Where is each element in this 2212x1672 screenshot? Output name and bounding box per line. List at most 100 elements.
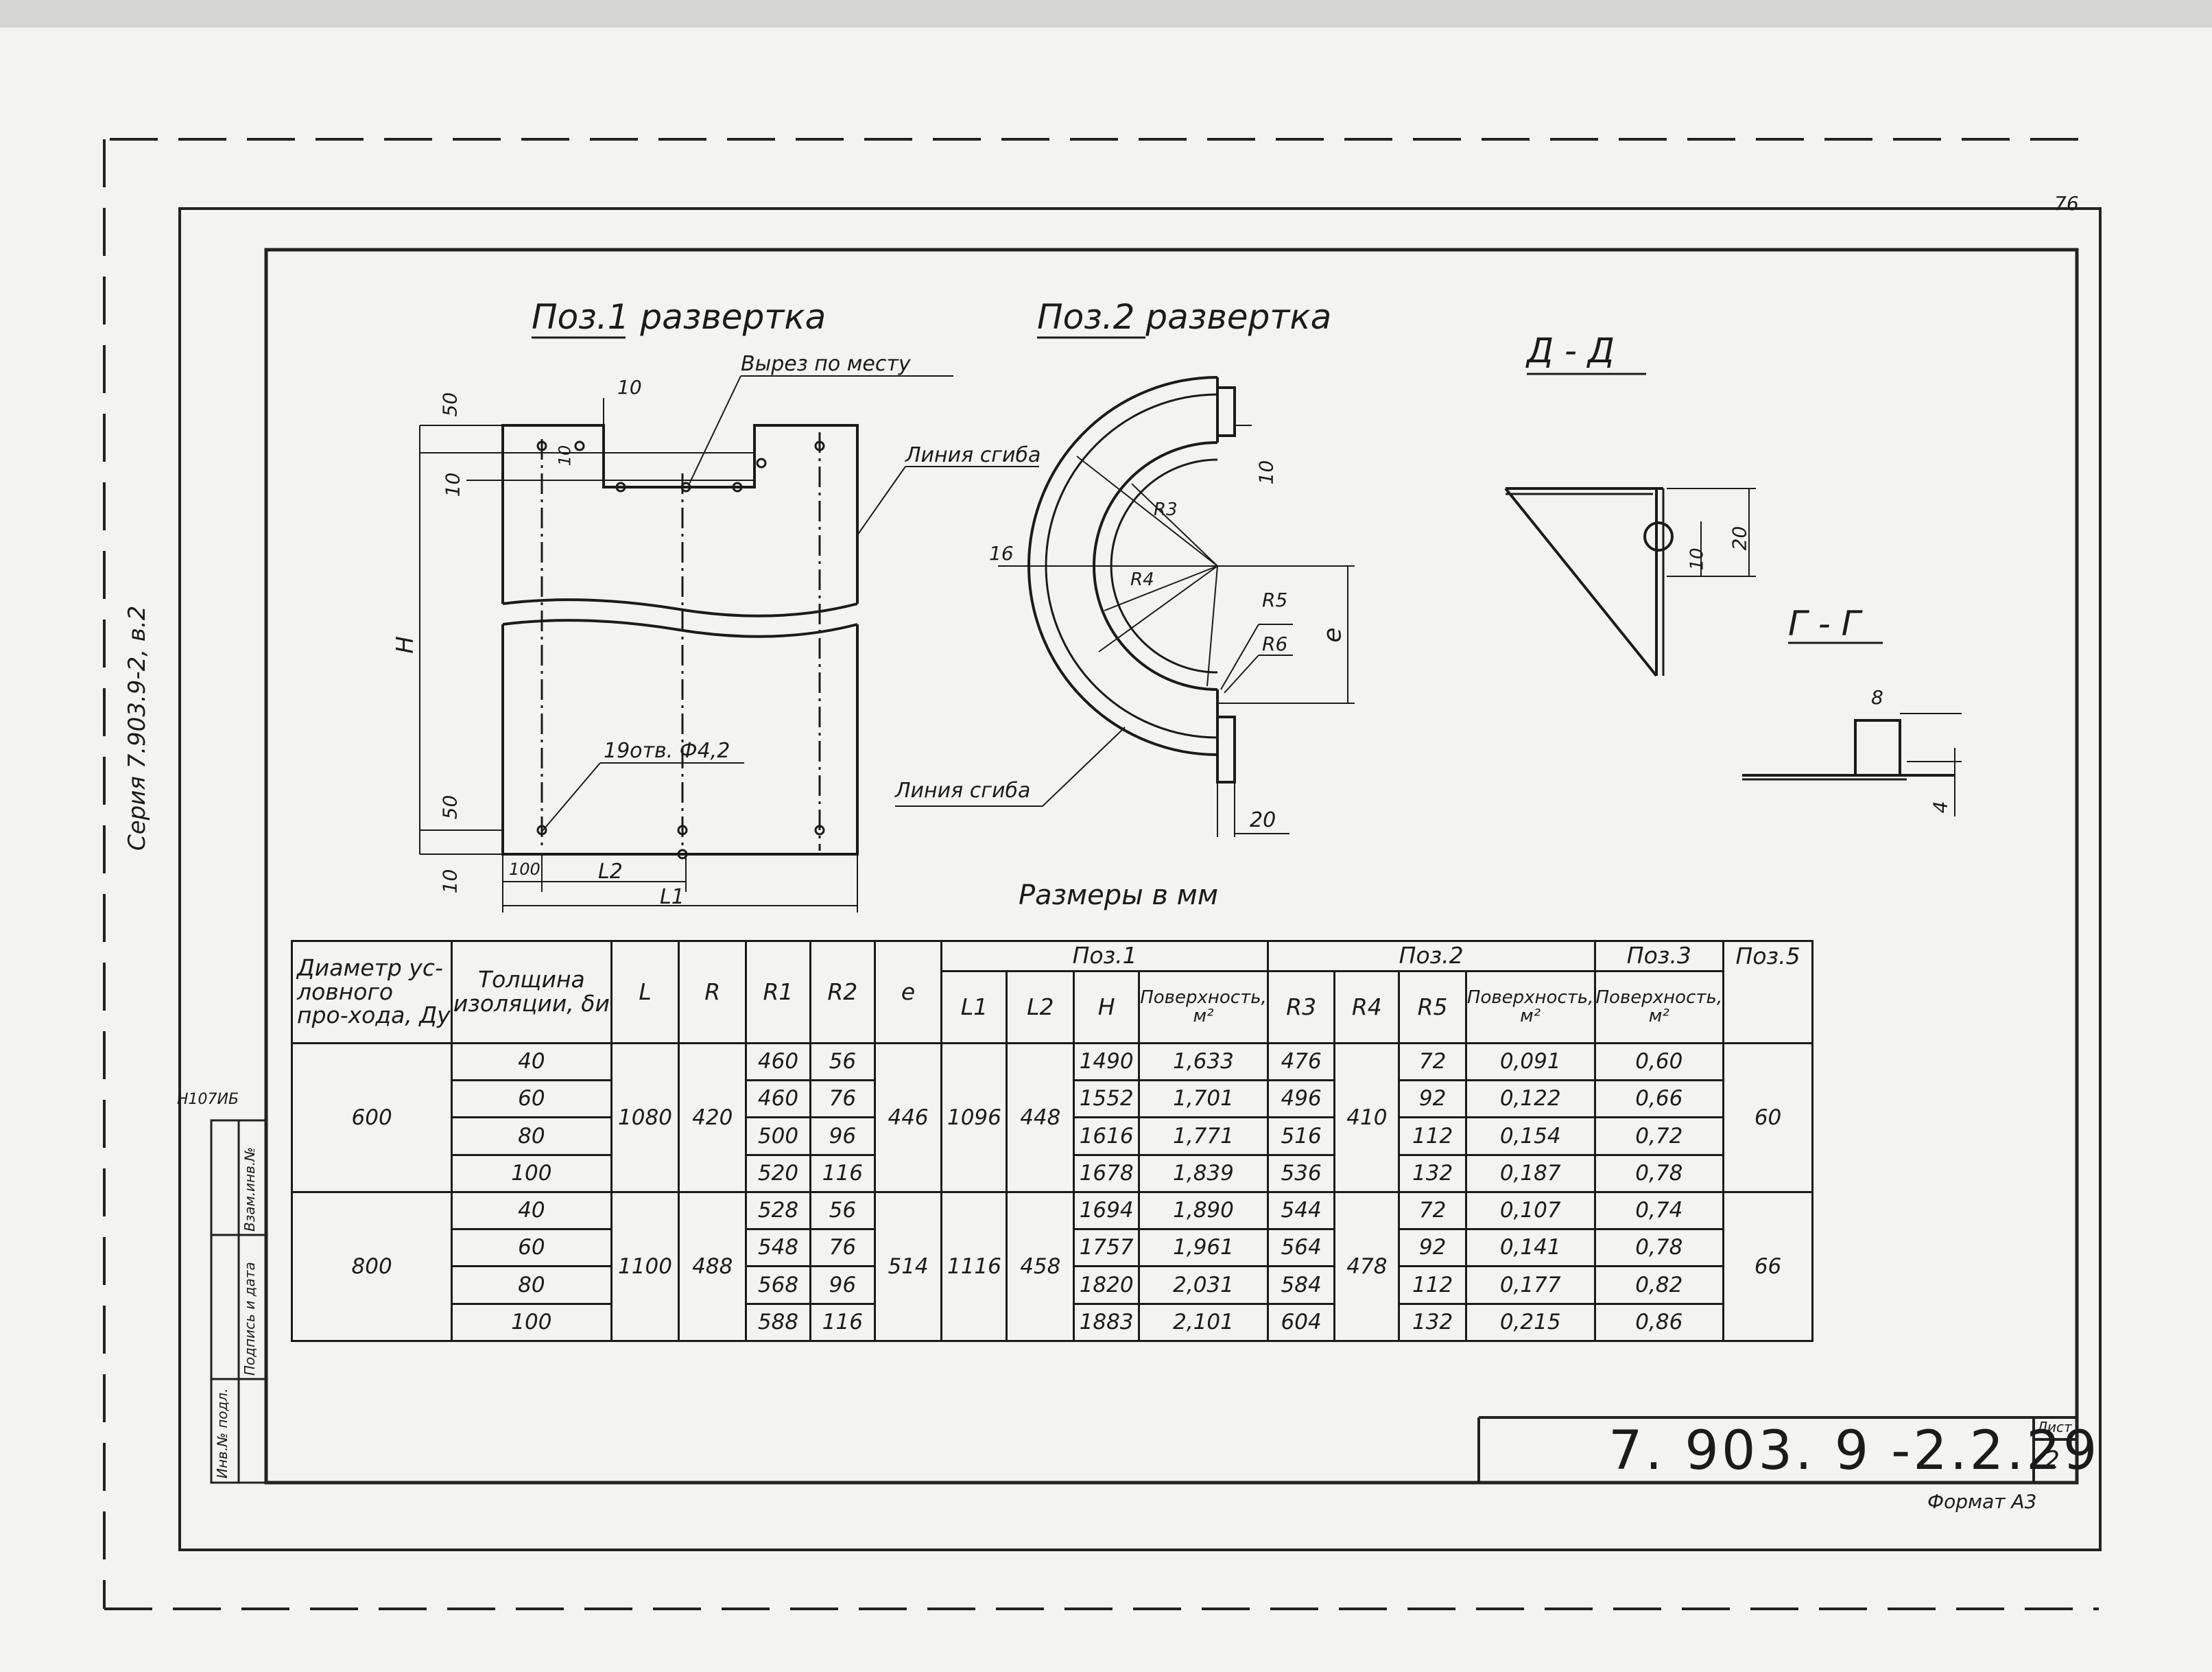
cell-surface-pos3: 0,60 xyxy=(1593,1041,1725,1082)
cell-e: 446 xyxy=(873,1041,943,1193)
sheet-number: 2 xyxy=(2044,1446,2060,1474)
pos2-title: Поз.2 развертка xyxy=(1037,297,1332,337)
stamp-strip xyxy=(210,1119,267,1484)
pos2-r5-label: R5 xyxy=(1262,589,1288,611)
pos1-dim-10-bottom: 10 xyxy=(438,869,462,894)
scan-edge-top xyxy=(0,0,2212,27)
cell-r5: 132 xyxy=(1398,1153,1467,1193)
pos1-development xyxy=(419,336,1039,912)
header-r2: R2 xyxy=(809,940,876,1044)
header-pos3: Поз.3 xyxy=(1593,939,1725,973)
pos1-title: Поз.1 развертка xyxy=(532,297,826,337)
cell-r5: 72 xyxy=(1398,1190,1467,1231)
stamp-inventory-field: Взам.инв.№ xyxy=(241,1146,258,1232)
cell-r1: 460 xyxy=(745,1041,811,1082)
pos1-dim-l1: L1 xyxy=(660,885,685,909)
cell-r5: 92 xyxy=(1398,1228,1467,1268)
cell-surface-pos1: 1,890 xyxy=(1138,1190,1269,1231)
table-row: 800 40 1100 488 528 56 514 1116 458 1694… xyxy=(290,1190,1813,1343)
cell-r3: 516 xyxy=(1266,1116,1336,1156)
cell-r3: 564 xyxy=(1266,1228,1336,1268)
cell-r2: 76 xyxy=(809,1079,876,1119)
header-pos5: Поз.5 xyxy=(1722,940,1813,1044)
cell-r5: 112 xyxy=(1398,1116,1467,1156)
border-frame xyxy=(178,207,2102,1551)
header-surface-pos3: Поверхность, м² xyxy=(1593,970,1725,1044)
cell-r1: 520 xyxy=(745,1153,811,1193)
cell-l2: 458 xyxy=(1006,1190,1075,1343)
cell-r3: 544 xyxy=(1266,1190,1336,1231)
inventory-code: Н107ИБ xyxy=(177,1091,239,1108)
cell-r3: 496 xyxy=(1266,1079,1336,1119)
cell-r4: 478 xyxy=(1333,1190,1401,1343)
cell-h: 1616 xyxy=(1073,1116,1141,1156)
cell-r1: 548 xyxy=(745,1228,811,1268)
header-pos1: Поз.1 xyxy=(940,939,1269,973)
cell-r5: 112 xyxy=(1398,1265,1467,1305)
cell-r: 488 xyxy=(678,1190,748,1343)
cell-r1: 568 xyxy=(745,1265,811,1305)
cell-surface-pos2: 0,187 xyxy=(1464,1153,1596,1193)
cell-thickness: 100 xyxy=(451,1153,613,1193)
pos1-holes-label: 19отв. Ф4,2 xyxy=(604,739,730,763)
cell-surface-pos1: 1,701 xyxy=(1138,1079,1269,1119)
cell-surface-pos1: 1,839 xyxy=(1138,1153,1269,1193)
document-code: 7. 903. 9 -2.2.29 xyxy=(1608,1420,2100,1482)
pos1-dim-10-top: 10 xyxy=(617,376,642,399)
cell-surface-pos3: 0,86 xyxy=(1593,1302,1725,1343)
cell-r: 420 xyxy=(678,1041,748,1193)
section-gg-dim-4: 4 xyxy=(1929,801,1952,814)
header-r3: R3 xyxy=(1266,970,1336,1044)
cell-r3: 604 xyxy=(1266,1302,1336,1343)
cell-pos5: 66 xyxy=(1722,1190,1813,1343)
cell-surface-pos1: 1,961 xyxy=(1138,1228,1269,1268)
cell-surface-pos3: 0,72 xyxy=(1593,1116,1725,1156)
header-diameter: Диаметр ус-ловного про-хода, Ду xyxy=(290,940,453,1044)
cell-r3: 476 xyxy=(1266,1041,1336,1082)
pos1-dim-50-bottom: 50 xyxy=(438,794,462,820)
title-block xyxy=(1477,1416,2077,1483)
format-label: Формат А3 xyxy=(1927,1490,2037,1513)
cell-r4: 410 xyxy=(1333,1041,1401,1193)
cell-surface-pos1: 2,101 xyxy=(1138,1302,1269,1343)
cell-l1: 1116 xyxy=(940,1190,1008,1343)
cell-surface-pos3: 0,82 xyxy=(1593,1265,1725,1305)
pos1-dim-height: Н xyxy=(391,636,419,654)
header-r4: R4 xyxy=(1333,970,1401,1044)
section-gg-dim-8: 8 xyxy=(1871,686,1883,709)
header-pos2: Поз.2 xyxy=(1266,939,1596,973)
table-row: 100 588 116 1883 2,101 604 132 0,215 0,8… xyxy=(292,1302,1813,1343)
cell-thickness: 40 xyxy=(451,1041,613,1082)
cell-thickness: 80 xyxy=(451,1116,613,1156)
pos2-development xyxy=(895,336,1355,837)
units-note: Размеры в мм xyxy=(1019,880,1219,911)
cell-diameter: 800 xyxy=(290,1190,453,1343)
cell-r5: 72 xyxy=(1398,1041,1467,1082)
cell-surface-pos3: 0,78 xyxy=(1593,1153,1725,1193)
cell-h: 1757 xyxy=(1073,1228,1141,1268)
cell-surface-pos2: 0,154 xyxy=(1464,1116,1596,1156)
cell-r1: 588 xyxy=(745,1302,811,1343)
cell-surface-pos2: 0,091 xyxy=(1464,1041,1596,1082)
pos1-cut-label: Вырез по месту xyxy=(741,352,911,376)
cell-surface-pos1: 1,633 xyxy=(1138,1041,1269,1082)
cell-h: 1820 xyxy=(1073,1265,1141,1305)
header-r1: R1 xyxy=(745,940,811,1044)
cell-r1: 460 xyxy=(745,1079,811,1119)
cell-thickness: 100 xyxy=(451,1302,613,1343)
cell-r2: 76 xyxy=(809,1228,876,1268)
cell-h: 1678 xyxy=(1073,1153,1141,1193)
cell-surface-pos2: 0,122 xyxy=(1464,1079,1596,1119)
table-row: 600 40 1080 420 460 56 446 1096 448 1490… xyxy=(290,1041,1813,1193)
table-row: 80 568 96 1820 2,031 584 112 0,177 0,82 xyxy=(292,1265,1813,1305)
section-dd-dim-20: 20 xyxy=(1728,526,1751,551)
cell-e: 514 xyxy=(873,1190,943,1343)
pos1-dim-100: 100 xyxy=(509,860,540,879)
cell-r3: 536 xyxy=(1266,1153,1336,1193)
cell-diameter: 600 xyxy=(290,1041,453,1193)
header-r5: R5 xyxy=(1398,970,1467,1044)
cell-surface-pos3: 0,78 xyxy=(1593,1228,1725,1268)
pos2-r4-label: R4 xyxy=(1130,569,1154,590)
cell-r5: 132 xyxy=(1398,1302,1467,1343)
stamp-signature-field: Подпись и дата xyxy=(241,1262,258,1376)
